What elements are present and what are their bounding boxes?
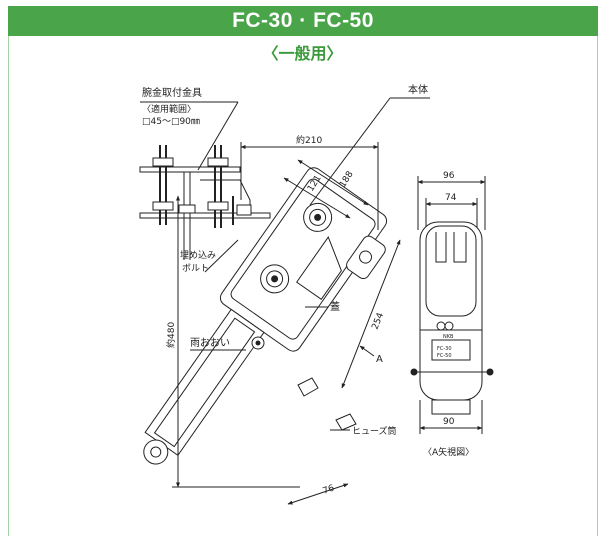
nameplate-brand: NKB	[443, 334, 454, 340]
label-bracket-range-label: 〈適用範囲〉	[142, 103, 196, 115]
crossarm-bracket	[139, 145, 271, 260]
dim-74: 74	[445, 193, 457, 203]
left-side-view	[139, 97, 430, 505]
label-view-caption: 〈A矢視図〉	[423, 446, 474, 458]
frame-right-border	[597, 36, 598, 536]
label-rain-cover: 雨おおい	[190, 337, 230, 349]
dim-254: 254	[371, 311, 387, 331]
dim-90: 90	[443, 417, 455, 427]
label-view-arrow: A	[376, 354, 383, 365]
product-title: FC-30 · FC-50	[232, 9, 374, 32]
label-bracket-range: □45～□90㎜	[142, 117, 200, 127]
label-embed-bolt-1: 埋め込み	[180, 250, 216, 261]
label-lid: 蓋	[330, 301, 340, 313]
dim-188: 188	[338, 169, 356, 189]
page-header: FC-30 · FC-50	[8, 6, 598, 36]
label-embed-bolt-2: ボルト	[182, 263, 209, 274]
nameplate-line2: FC-50	[437, 353, 452, 359]
front-view-a	[410, 176, 494, 434]
label-main-body: 本体	[408, 83, 428, 96]
frame-left-border	[8, 36, 9, 536]
dim-76: 76	[322, 483, 336, 496]
label-bracket-title: 腕金取付金具	[142, 86, 202, 99]
dim-96: 96	[443, 171, 455, 181]
dim-approx-210: 約210	[296, 134, 322, 146]
dim-approx-480: 約480	[165, 322, 177, 348]
nameplate-line1: FC-30	[437, 346, 452, 352]
label-fuse-tube: ヒューズ筒	[352, 425, 397, 437]
subtitle: 〈一般用〉	[262, 44, 343, 63]
